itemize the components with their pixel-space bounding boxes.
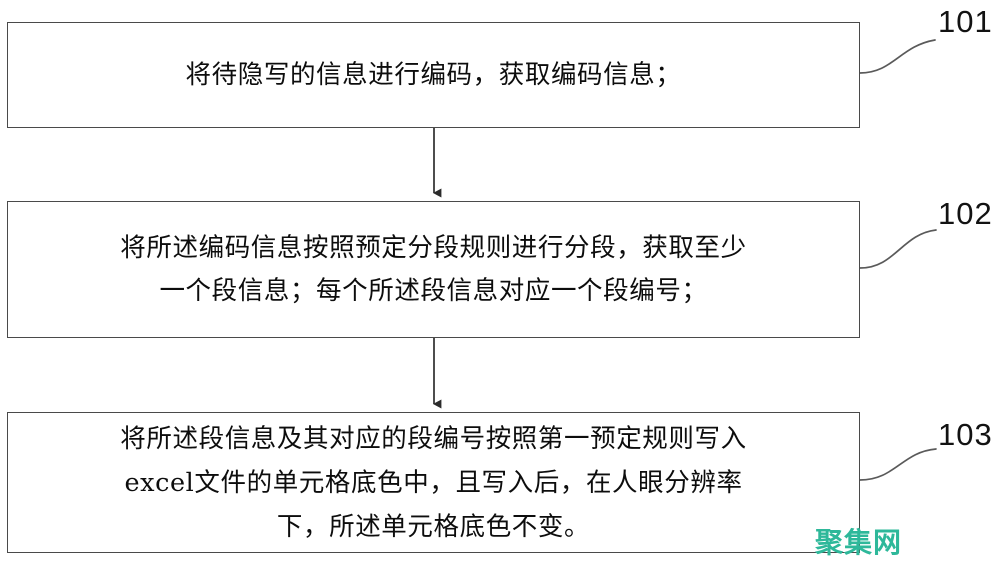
step-reference-102: 102: [938, 196, 993, 231]
leader-line-103: [859, 448, 937, 481]
flowchart-step-103: 将所述段信息及其对应的段编号按照第一预定规则写入 excel文件的单元格底色中，…: [7, 412, 860, 553]
leader-line-102: [859, 229, 937, 269]
flowchart-step-102: 将所述编码信息按照预定分段规则进行分段，获取至少 一个段信息；每个所述段信息对应…: [7, 201, 860, 338]
flowchart-step-101: 将待隐写的信息进行编码，获取编码信息；: [7, 22, 860, 128]
flowchart-step-103-text: 将所述段信息及其对应的段编号按照第一预定规则写入 excel文件的单元格底色中，…: [120, 423, 747, 542]
step-reference-103: 103: [938, 417, 993, 452]
watermark-logo: 聚集网: [815, 526, 903, 559]
step-reference-101: 101: [938, 4, 993, 39]
leader-line-101: [859, 39, 936, 74]
flowchart-step-102-text: 将所述编码信息按照预定分段规则进行分段，获取至少 一个段信息；每个所述段信息对应…: [120, 232, 747, 306]
flowchart-step-101-text: 将待隐写的信息进行编码，获取编码信息；: [185, 59, 682, 90]
